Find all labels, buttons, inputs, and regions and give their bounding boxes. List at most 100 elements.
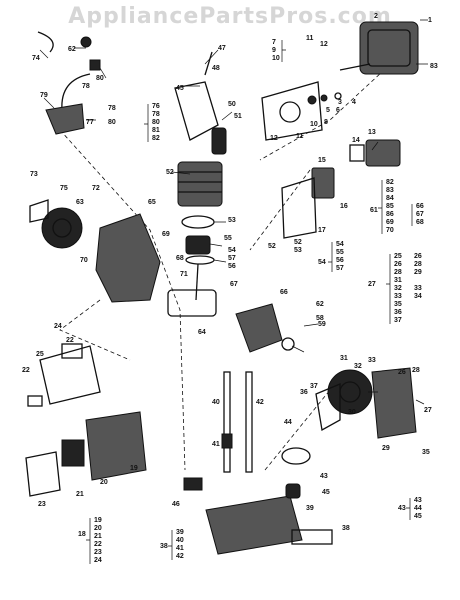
callout-41b: 41 xyxy=(176,545,184,552)
callout-11b: 11 xyxy=(296,133,304,140)
bracket-plate xyxy=(174,81,219,141)
callout-2: 2 xyxy=(374,13,378,20)
callout-83: 83 xyxy=(430,63,438,70)
callout-37r: 37 xyxy=(394,317,402,324)
callout-78: 78 xyxy=(82,83,90,90)
callout-74: 74 xyxy=(32,55,40,62)
list-bracket xyxy=(378,180,383,234)
leader-line xyxy=(368,391,425,405)
grommet-plate xyxy=(291,529,333,545)
switch-part xyxy=(89,59,101,71)
callout-22: 22 xyxy=(66,337,74,344)
callout-54r: 54 xyxy=(318,259,326,266)
callout-33r2: 33 xyxy=(414,285,422,292)
callout-52: 52 xyxy=(166,169,174,176)
callout-81: 81 xyxy=(152,127,160,134)
callout-66r: 66 xyxy=(416,203,424,210)
crankcase xyxy=(95,213,161,303)
callout-33: 33 xyxy=(368,357,376,364)
callout-85: 85 xyxy=(386,203,394,210)
callout-20b: 20 xyxy=(94,525,102,532)
callout-45: 45 xyxy=(176,85,184,92)
callout-80: 80 xyxy=(96,75,104,82)
fuel-filter xyxy=(221,433,233,449)
callout-59: 59 xyxy=(318,321,326,328)
guide-line xyxy=(249,169,311,251)
leader-line xyxy=(171,171,227,263)
throttle-cable xyxy=(61,73,91,111)
callout-9: 9 xyxy=(272,47,276,54)
list-bracket xyxy=(386,254,391,324)
mount xyxy=(183,477,203,491)
callout-36r: 36 xyxy=(394,309,402,316)
callout-69: 69 xyxy=(162,231,170,238)
callout-58: 58 xyxy=(316,315,324,322)
callout-28r: 28 xyxy=(394,269,402,276)
shield xyxy=(39,345,101,405)
cylinder xyxy=(177,161,223,207)
callout-67: 67 xyxy=(230,281,238,288)
filter-base xyxy=(261,81,323,141)
cylinder-fins xyxy=(178,171,222,193)
grommet xyxy=(80,36,92,48)
callout-10: 10 xyxy=(272,55,280,62)
callout-27r: 27 xyxy=(368,281,376,288)
callout-22c: 22 xyxy=(94,541,102,548)
callout-44: 44 xyxy=(284,419,292,426)
callout-84: 84 xyxy=(386,195,394,202)
callout-51: 51 xyxy=(234,113,242,120)
callout-34r: 34 xyxy=(414,293,422,300)
guide-line xyxy=(59,129,186,471)
callout-28r2: 28 xyxy=(414,261,422,268)
callout-4: 4 xyxy=(352,99,356,106)
callout-28: 28 xyxy=(412,367,420,374)
callout-13: 13 xyxy=(368,129,376,136)
callout-64: 64 xyxy=(198,329,206,336)
callout-40b: 40 xyxy=(176,537,184,544)
callout-56r: 56 xyxy=(336,257,344,264)
guide-line xyxy=(59,299,131,361)
throttle-trigger xyxy=(45,103,85,135)
callout-55r: 55 xyxy=(336,249,344,256)
callout-32r: 32 xyxy=(394,285,402,292)
callout-62b: 62 xyxy=(316,301,324,308)
spark-arrestor xyxy=(61,439,85,467)
callout-36: 36 xyxy=(300,389,308,396)
callout-25: 25 xyxy=(36,351,44,358)
callout-24: 24 xyxy=(54,323,62,330)
callout-19: 19 xyxy=(130,465,138,472)
callout-35r: 35 xyxy=(394,301,402,308)
callout-44b-top: 43 xyxy=(414,497,422,504)
list-bracket xyxy=(144,104,149,142)
callout-79: 79 xyxy=(40,92,48,99)
carburetor-adapter xyxy=(311,167,335,199)
callout-63: 63 xyxy=(76,199,84,206)
callout-26: 26 xyxy=(398,369,406,376)
callout-18: 18 xyxy=(78,531,86,538)
crankcase-cover xyxy=(235,303,283,353)
fuel-line xyxy=(245,371,253,473)
list-bracket xyxy=(168,530,173,560)
callout-33r: 33 xyxy=(394,293,402,300)
washer xyxy=(307,95,317,105)
callout-23b: 23 xyxy=(94,549,102,556)
callout-39b: 39 xyxy=(176,529,184,536)
callout-44b: 44 xyxy=(414,505,422,512)
callout-41: 41 xyxy=(212,441,220,448)
flywheel xyxy=(41,207,83,249)
callout-50: 50 xyxy=(228,101,236,108)
screw xyxy=(320,94,328,102)
callout-38b: 38 xyxy=(160,543,168,550)
callout-71: 71 xyxy=(180,271,188,278)
callout-77: 77 xyxy=(86,119,94,126)
callout-62: 62 xyxy=(68,46,76,53)
callout-78b: 78 xyxy=(108,105,116,112)
callout-76: 76 xyxy=(152,103,160,110)
callout-56: 56 xyxy=(228,263,236,270)
callout-82r: 82 xyxy=(386,179,394,186)
callout-26r2: 26 xyxy=(414,253,422,260)
callout-29r: 29 xyxy=(414,269,422,276)
callout-5: 5 xyxy=(326,107,330,114)
